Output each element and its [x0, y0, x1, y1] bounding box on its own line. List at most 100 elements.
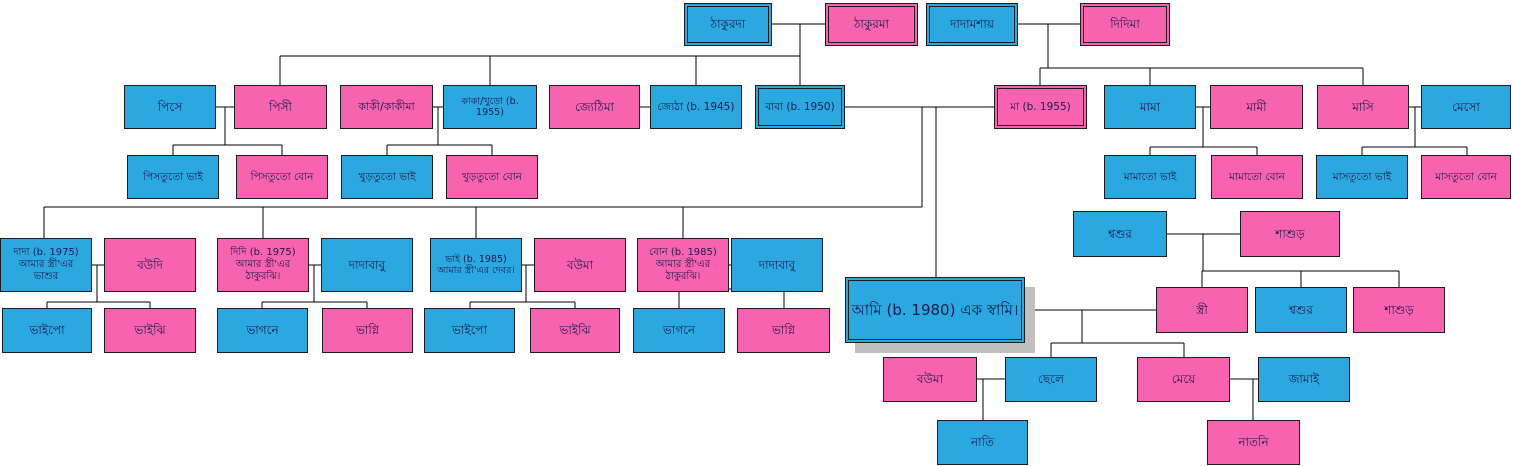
node-masi: মাসি — [1317, 85, 1409, 129]
node-label: স্ত্রী — [1196, 302, 1208, 317]
node-didima: দিদিমা — [1080, 3, 1170, 46]
node-label: পিসী — [269, 99, 292, 114]
node-label: মেয়ে — [1171, 372, 1196, 387]
node-natni: নাতনি — [1207, 420, 1300, 465]
node-pistuto-bon: পিসতুতো বোন — [236, 155, 328, 199]
node-label: ভাইপো — [451, 323, 488, 338]
node-label: বউমা — [916, 372, 944, 387]
node-khurtuto-bhai: খুড়তুতো ভাই — [341, 155, 433, 199]
node-label: বউদি — [137, 257, 163, 272]
node-stri: স্ত্রী — [1156, 287, 1248, 333]
node-bouma-1: বউমা — [534, 238, 626, 292]
node-label: শ্বশুর — [1108, 226, 1132, 241]
node-label: বউমা — [566, 257, 594, 272]
node-bhagni-2: ভাগ্নি — [737, 308, 830, 353]
node-ma: মা (b. 1955) — [994, 85, 1087, 129]
node-bhai: ভাই (b. 1985)আমার স্ত্রী'এর দেবর। — [430, 238, 522, 292]
node-label: শ্বশুর — [1289, 302, 1313, 317]
node-label: ভাইঝি — [559, 323, 591, 338]
node-label: ঠাকুরমা — [853, 17, 890, 32]
node-shvoshur-2: শ্বশুর — [1255, 287, 1347, 333]
node-label: দাদাবাবু — [348, 257, 386, 272]
node-label: ভাগ্নি — [771, 323, 796, 338]
node-label: খুড়তুতো ভাই — [358, 170, 416, 183]
node-label: মামাতো ভাই — [1123, 170, 1177, 183]
node-bouma-2: বউমা — [883, 357, 977, 402]
node-mastuto-bon: মাসতুতো বোন — [1421, 155, 1511, 199]
node-label: মামী — [1246, 99, 1267, 114]
node-label: মাসতুতো বোন — [1435, 170, 1497, 183]
node-label: কাকা/খুড়ো (b. 1955) — [461, 95, 519, 118]
node-label: আমার স্ত্রী'এর — [18, 259, 74, 271]
node-label: পিসতুতো বোন — [250, 170, 314, 183]
node-chhele: ছেলে — [1005, 357, 1097, 402]
node-label: ঠাকুরদা — [710, 17, 746, 32]
node-mastuto-bhai: মাসতুতো ভাই — [1316, 155, 1408, 199]
node-mami: মামী — [1210, 85, 1303, 129]
node-label: মামাতো বোন — [1229, 170, 1285, 183]
node-label: মা (b. 1955) — [1010, 100, 1071, 113]
node-shashur-2: শাশুড় — [1353, 287, 1445, 333]
node-bhagni-1: ভাগ্নি — [322, 308, 413, 353]
node-mamato-bon: মামাতো বোন — [1211, 155, 1303, 199]
node-meye: মেয়ে — [1137, 357, 1230, 402]
node-label: ভাই (b. 1985) — [445, 253, 507, 265]
node-pise: পিসে — [124, 85, 216, 129]
node-label: দিদি (b. 1975) — [230, 247, 296, 259]
node-label: নাতনি — [1238, 435, 1269, 450]
node-label: দাদামশায় — [950, 17, 994, 32]
node-label: ভাইপো — [29, 323, 65, 338]
node-label: পিসে — [157, 99, 183, 114]
node-label: কাকী/কাকীমা — [358, 100, 415, 114]
node-label: মাসতুতো ভাই — [1332, 170, 1392, 183]
node-label: ভাগনে — [662, 323, 696, 338]
node-label: ঠাকুরঝি। — [665, 270, 701, 282]
node-label: ঠাকুরঝি। — [245, 270, 281, 282]
node-label: দাদাবাবু — [758, 257, 796, 272]
node-label: শাশুড় — [1384, 302, 1414, 317]
node-thakurda: ঠাকুরদা — [684, 3, 772, 46]
node-bhagne-2: ভাগনে — [633, 308, 725, 353]
node-label: ভাগ্নি — [355, 323, 380, 338]
node-dadababu-2: দাদাবাবু — [731, 238, 823, 292]
node-label: মামা — [1139, 99, 1161, 114]
node-jamai: জামাই — [1258, 357, 1350, 402]
node-kaka-khuro: কাকা/খুড়ো (b. 1955) — [443, 85, 537, 129]
node-shashur-1: শাশুড় — [1240, 211, 1340, 257]
node-label: শাশুড় — [1275, 226, 1305, 241]
node-jetha: জ্যেঠা (b. 1945) — [650, 85, 742, 129]
node-bhaipo-2: ভাইপো — [424, 308, 515, 353]
node-khurtuto-bon: খুড়তুতো বোন — [446, 155, 538, 199]
node-label: দাদা (b. 1975) — [13, 247, 79, 259]
node-label: বোন (b. 1985) — [649, 247, 717, 259]
node-label: মাসি — [1352, 99, 1374, 114]
node-label: আমার স্ত্রী'এর — [655, 259, 711, 271]
node-label: খুড়তুতো বোন — [461, 170, 523, 183]
node-mama: মামা — [1104, 85, 1196, 129]
node-label: বাবা (b. 1950) — [765, 100, 835, 113]
node-pisi: পিসী — [234, 85, 327, 129]
node-label: ছেলে — [1038, 372, 1064, 387]
node-label: আমার স্ত্রী'এর — [235, 259, 291, 271]
node-label: জ্যেঠা (b. 1945) — [657, 100, 735, 113]
node-label: আমার স্ত্রী'এর দেবর। — [437, 265, 515, 276]
node-label: আমি (b. 1980) এক স্বামি। — [851, 301, 1019, 319]
node-dadamoshay: দাদামশায় — [926, 3, 1018, 46]
node-nati: নাতি — [937, 420, 1028, 465]
node-bhaipo-1: ভাইপো — [2, 308, 92, 353]
node-label: মেসো — [1452, 99, 1480, 114]
node-mamato-bhai: মামাতো ভাই — [1104, 155, 1196, 199]
node-baba: বাবা (b. 1950) — [755, 85, 845, 129]
node-label: দিদিমা — [1110, 17, 1140, 32]
node-bhaijhi-2: ভাইঝি — [530, 308, 620, 353]
node-bhaijhi-1: ভাইঝি — [104, 308, 196, 353]
node-pistuto-bhai: পিসতুতো ভাই — [127, 155, 219, 199]
node-bhagne-1: ভাগনে — [217, 308, 308, 353]
node-label: নাতি — [970, 435, 995, 450]
node-label: ভাশুর — [33, 270, 59, 282]
